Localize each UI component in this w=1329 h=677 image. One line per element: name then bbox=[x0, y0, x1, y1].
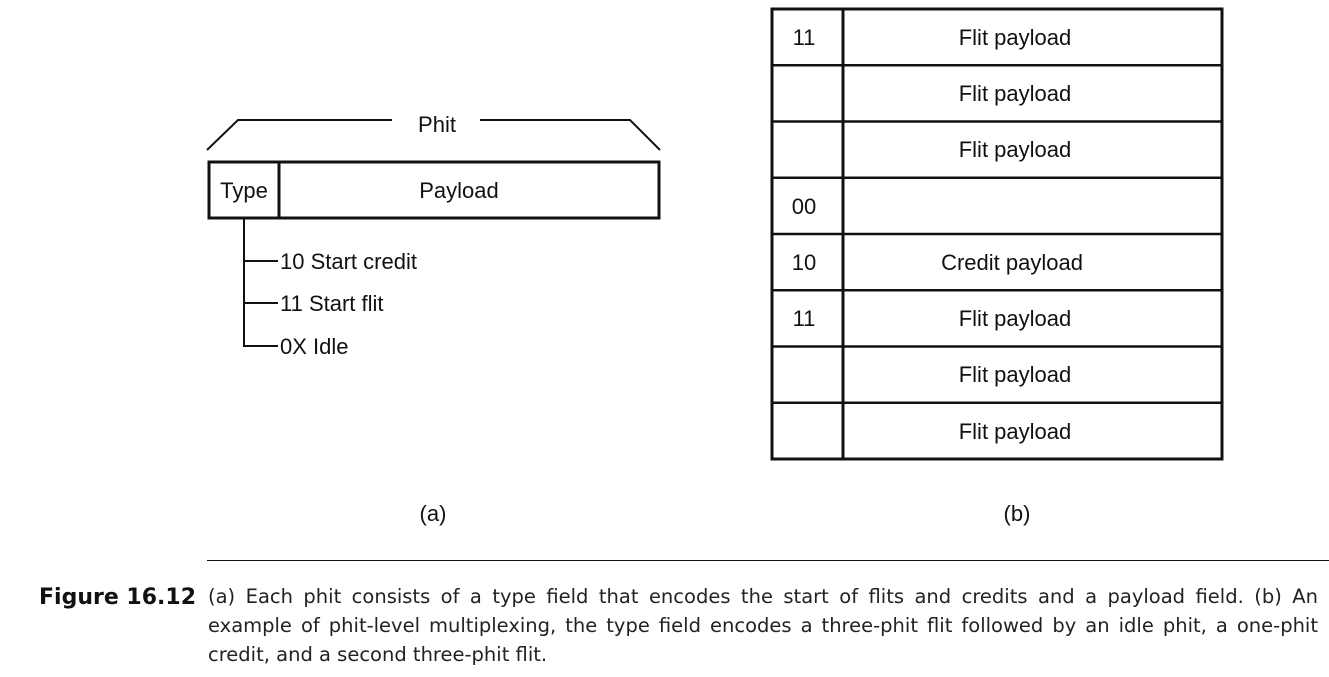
figure-caption: (a) Each phit consists of a type field t… bbox=[208, 585, 1318, 666]
phit-payload-field-label: Payload bbox=[419, 178, 499, 203]
panel-b-sublabel: (b) bbox=[1004, 501, 1031, 526]
caption-rule bbox=[207, 560, 1329, 561]
phit-brace bbox=[206, 119, 661, 151]
phit-type-field-label: Type bbox=[220, 178, 268, 203]
panel-b: 11 Flit payload Flit payload Flit payloa… bbox=[770, 7, 1224, 526]
phit-row-5-payload: Credit payload bbox=[941, 250, 1083, 275]
phit-row-5-type: 10 bbox=[792, 250, 816, 275]
phit-row-8-payload: Flit payload bbox=[959, 419, 1072, 444]
phit-row-7-payload: Flit payload bbox=[959, 362, 1072, 387]
phit-row-3-payload: Flit payload bbox=[959, 137, 1072, 162]
panel-a-sublabel: (a) bbox=[420, 501, 447, 526]
phit-box bbox=[207, 160, 661, 220]
phit-row-1-type: 11 bbox=[793, 25, 816, 50]
panel-a: Phit Type Payload 10 Start credit 11 Sta… bbox=[206, 112, 661, 526]
type-code-tree bbox=[243, 218, 278, 347]
phit-row-2-payload: Flit payload bbox=[959, 81, 1072, 106]
type-code-idle: 0X Idle bbox=[280, 334, 349, 359]
phit-brace-left bbox=[206, 119, 392, 151]
phit-row-6-payload: Flit payload bbox=[959, 306, 1072, 331]
phit-row-1-payload: Flit payload bbox=[959, 25, 1072, 50]
phit-brace-right bbox=[480, 119, 661, 151]
phit-row-4-type: 00 bbox=[792, 194, 816, 219]
phit-brace-label: Phit bbox=[418, 112, 456, 137]
type-code-start-flit: 11 Start flit bbox=[280, 291, 384, 316]
phit-stream-row-lines bbox=[772, 64, 1222, 404]
figure-number: Figure 16.12 bbox=[39, 585, 196, 610]
phit-stream-rows: 11 Flit payload Flit payload Flit payloa… bbox=[792, 25, 1083, 444]
type-code-start-credit: 10 Start credit bbox=[280, 249, 417, 274]
phit-row-6-type: 11 bbox=[793, 306, 816, 331]
